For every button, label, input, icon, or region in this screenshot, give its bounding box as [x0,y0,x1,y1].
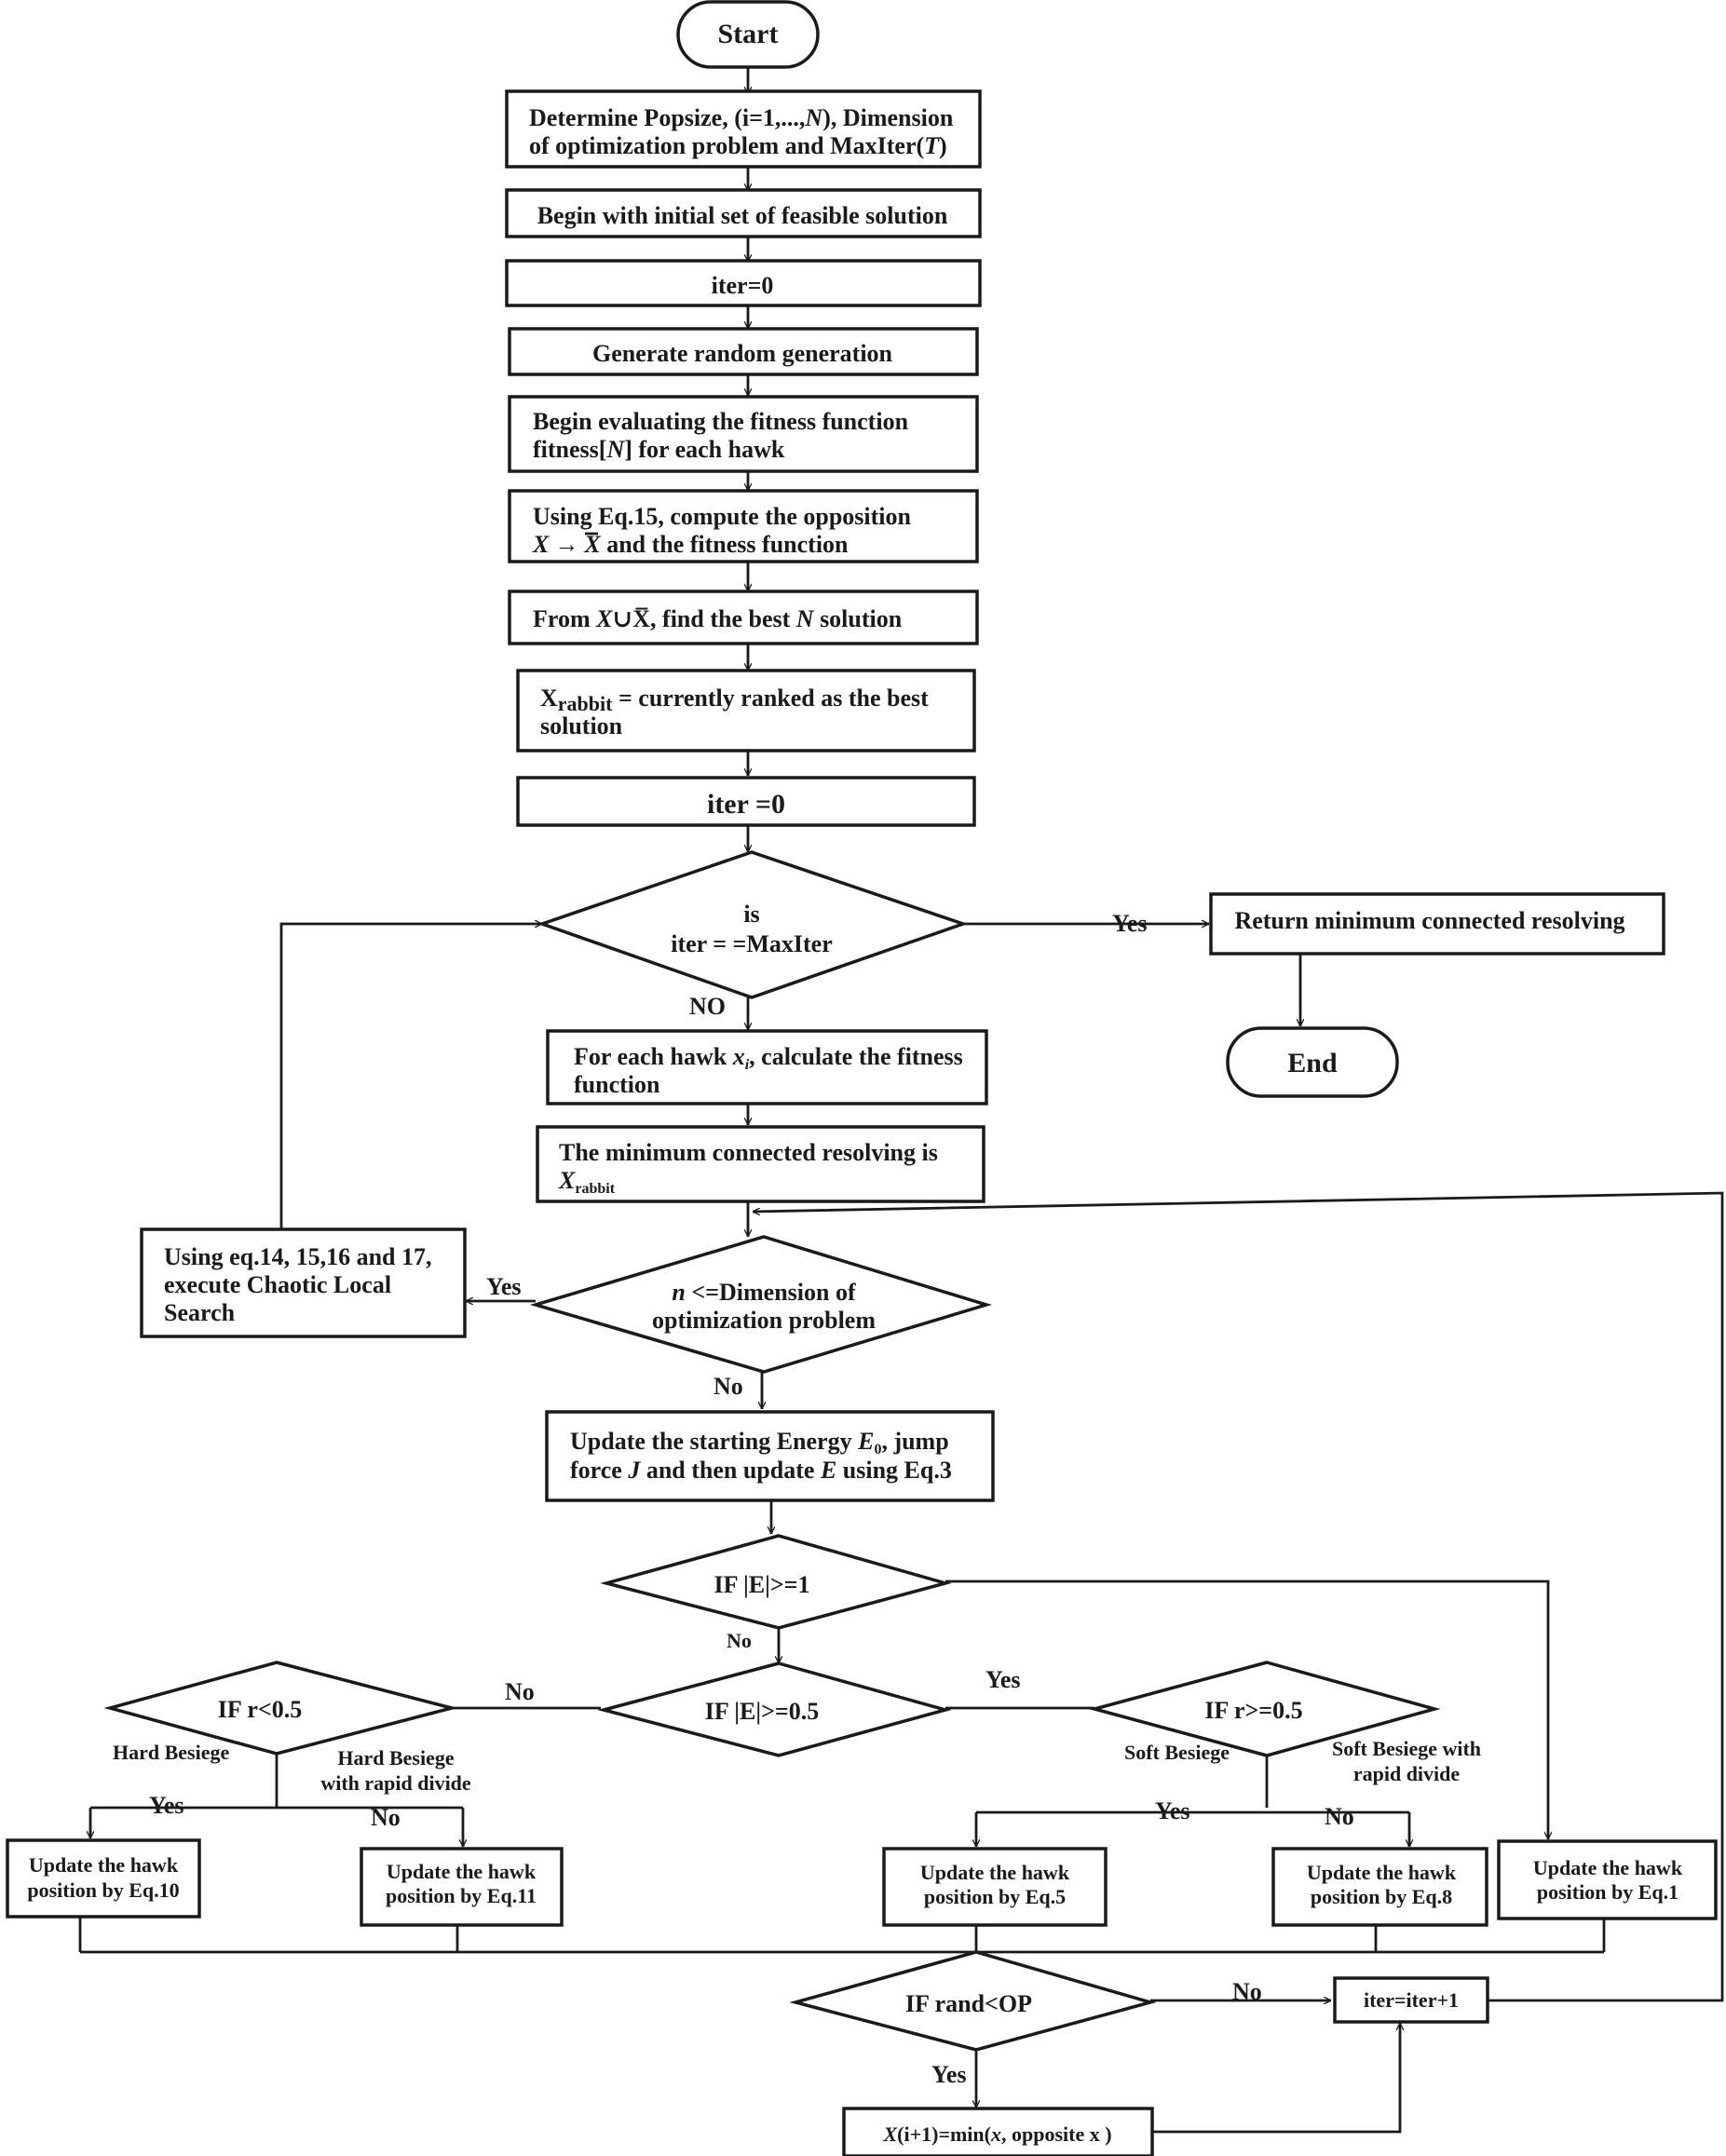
rand-op-decision-text: IF rand<OP [905,1990,1032,2017]
yes-label-r-lt: Yes [149,1792,184,1819]
update-energy-text-1: Update the starting Energy E0, jump [570,1428,949,1458]
iter-init2-text: iter =0 [707,789,785,820]
iter-init-box [505,259,982,307]
chaotic-text-2: execute Chaotic Local [164,1271,391,1298]
update-eq5-box [882,1847,1108,1927]
update-eq1-text-1: Update the hawk [1533,1856,1683,1879]
update-eq1-box [1497,1839,1718,1920]
xrabbit-text-1: Xrabbit = currently ranked as the best [540,685,929,715]
yes-label-maxiter: Yes [1112,910,1148,937]
e05-decision-text: IF |E|>=0.5 [705,1698,819,1725]
chaotic-text-1: Using eq.14, 15,16 and 17, [164,1243,432,1270]
dimension-decision [529,1235,993,1374]
iter-init2-box [516,776,976,827]
maxiter-decision [537,850,969,999]
no-label-rand: No [1232,1978,1262,2005]
min-connected-text-2: Xrabbit [558,1167,616,1197]
opposite-x-text: X(i+1)=min(x, opposite x ) [882,2122,1111,2146]
update-eq8-box [1271,1847,1488,1927]
chaotic-box [140,1227,467,1338]
no-label-dimension: No [714,1373,743,1400]
no-label-maxiter: NO [689,993,726,1020]
opposition-text-2: X→X and the fitness function [532,531,849,558]
best-n-text: From X∪X̅, find the best N solution [533,605,903,632]
determine-text-1: Determine Popsize, (i=1,...,N), Dimensio… [529,104,954,131]
opposite-x-box [842,2107,1154,2156]
rand-op-decision [789,1950,1157,2052]
update-eq5-text-1: Update the hawk [920,1861,1070,1884]
update-eq11-text-1: Update the hawk [387,1860,537,1883]
evaluate-text-2: fitness[N] for each hawk [533,436,785,463]
update-eq1-text-2: position by Eq.1 [1537,1880,1678,1904]
generate-random-box [508,327,979,376]
generate-random-text: Generate random generation [592,340,893,367]
opposition-text-1: Using Eq.15, compute the opposition [533,503,911,530]
begin-initial-text: Begin with initial set of feasible solut… [537,202,948,229]
r-lt-decision [103,1661,458,1756]
iter-increment-text: iter=iter+1 [1364,1988,1459,2012]
opposition-box [508,489,979,563]
e1-decision [600,1534,952,1630]
r-ge-decision-text: IF r>=0.5 [1204,1697,1302,1724]
r-ge-decision [1088,1661,1441,1757]
update-eq5-text-2: position by Eq.5 [924,1885,1066,1908]
dimension-decision-text-1: n <=Dimension of [672,1279,856,1306]
soft-besiege-rapid-label-1: Soft Besiege with [1332,1737,1481,1760]
hard-besiege-rapid-label-1: Hard Besiege [337,1746,454,1770]
update-energy-box [545,1410,995,1502]
min-connected-text-1: The minimum connected resolving is [559,1139,938,1166]
update-eq8-text-2: position by Eq.8 [1311,1885,1452,1908]
no-label-r-lt: No [371,1804,401,1831]
yes-label-e05: Yes [985,1666,1021,1693]
best-n-box [508,590,979,645]
no-label-r-ge: No [1325,1803,1354,1830]
hard-besiege-label: Hard Besiege [113,1741,229,1764]
update-eq8-text-1: Update the hawk [1307,1861,1457,1884]
update-eq10-box [6,1838,201,1919]
no-label-e1: No [727,1629,752,1652]
begin-initial-box [505,188,982,238]
determine-box [505,89,982,169]
update-eq10-text-1: Update the hawk [29,1853,179,1877]
for-each-hawk-text-1: For each hawk xi, calculate the fitness [574,1043,963,1073]
maxiter-decision-text-2: iter = =MaxIter [671,930,833,957]
soft-besiege-rapid-label-2: rapid divide [1353,1762,1461,1785]
evaluate-text-1: Begin evaluating the fitness function [533,408,909,435]
iter-increment-box [1333,1976,1489,2024]
connectors [78,67,1724,2134]
min-connected-box [536,1125,985,1203]
start-terminal [676,0,820,69]
for-each-hawk-box [546,1029,988,1105]
iter-init-text: iter=0 [712,272,774,299]
start-label: Start [718,19,779,49]
hard-besiege-rapid-label-2: with rapid divide [320,1771,471,1795]
return-min-text: Return minimum connected resolving [1234,907,1624,934]
update-eq11-box [360,1847,564,1927]
maxiter-decision-text-1: is [743,901,759,928]
update-eq11-text-2: position by Eq.11 [386,1884,537,1907]
dimension-decision-text-2: optimization problem [652,1307,876,1334]
yes-label-rand: Yes [931,2061,967,2088]
return-min-box [1209,892,1665,956]
xrabbit-box [516,669,976,753]
no-label-e05: No [505,1678,535,1705]
determine-text-2: of optimization problem and MaxIter(T) [529,132,947,159]
e1-decision-text: IF |E|>=1 [714,1571,810,1598]
update-energy-text-2: force J and then update E using Eq.3 [570,1457,952,1484]
end-terminal [1226,1026,1399,1098]
r-lt-decision-text: IF r<0.5 [218,1696,302,1723]
yes-label-dimension: Yes [486,1273,522,1300]
e05-decision [597,1661,952,1757]
end-label: End [1287,1048,1338,1078]
evaluate-box [508,395,979,473]
soft-besiege-label: Soft Besiege [1124,1741,1230,1764]
chaotic-text-3: Search [164,1299,236,1326]
yes-label-r-ge: Yes [1155,1797,1190,1824]
xrabbit-text-2: solution [540,712,623,739]
update-eq10-text-2: position by Eq.10 [27,1878,179,1902]
for-each-hawk-text-2: function [574,1071,660,1098]
